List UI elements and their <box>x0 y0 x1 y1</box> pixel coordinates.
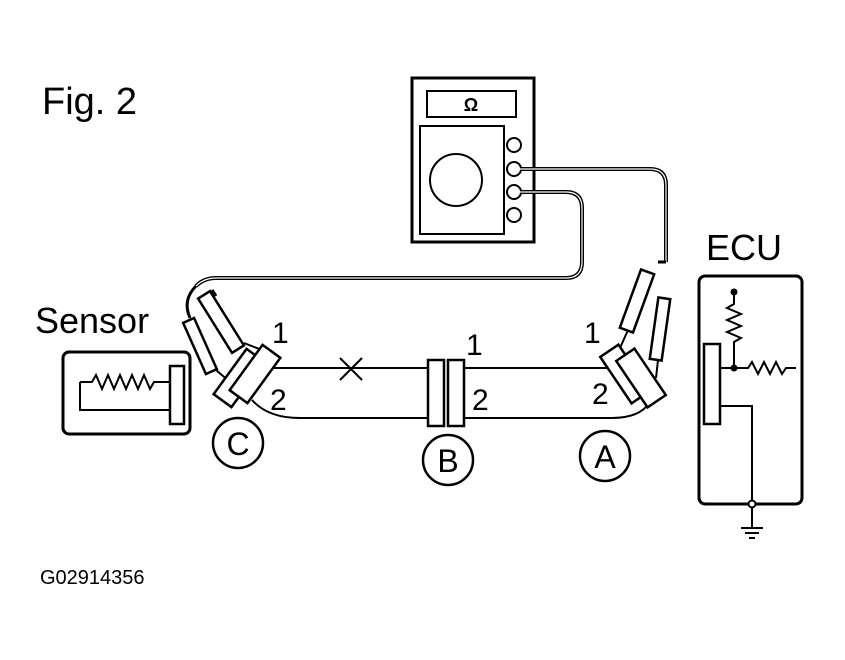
probe-pair-a <box>618 260 672 379</box>
meter-jack <box>506 137 522 153</box>
connector-b-label: B <box>421 433 475 487</box>
ohmmeter-icon: Ω <box>410 76 536 244</box>
connector-b-body <box>426 358 466 428</box>
ground-icon <box>741 507 763 539</box>
sensor-label: Sensor <box>35 300 149 341</box>
connector-c-letter: C <box>226 426 249 462</box>
sensor-body <box>61 350 192 436</box>
connector-c-body <box>211 343 283 409</box>
pin-label-b-2: 2 <box>472 384 489 417</box>
connector-a-body <box>598 342 668 410</box>
resistor-icon <box>720 359 796 377</box>
meter-jack <box>506 184 522 200</box>
pin-label-a-1: 1 <box>584 317 601 350</box>
open-circuit-x-icon <box>339 357 363 381</box>
meter-jack <box>506 161 522 177</box>
pin-label-c-2: 2 <box>270 384 287 417</box>
meter-jack <box>506 207 522 223</box>
resistor-icon <box>724 292 744 368</box>
figure-code: G02914356 <box>40 567 145 589</box>
connector-b-letter: B <box>437 443 458 479</box>
connector-a-letter: A <box>594 439 616 475</box>
ecu-label: ECU <box>706 227 782 268</box>
resistor-icon <box>80 372 170 392</box>
pin-label-c-1: 1 <box>272 317 289 350</box>
meter-dial <box>429 153 483 207</box>
connector-a-label: A <box>578 429 632 483</box>
ecu-body <box>697 274 804 509</box>
pin-label-b-1: 1 <box>466 329 483 362</box>
figure-title: Fig. 2 <box>42 81 137 123</box>
pin-label-a-2: 2 <box>592 378 609 411</box>
connector-c-label: C <box>211 416 265 470</box>
meter-display-symbol: Ω <box>464 95 478 115</box>
test-lead-to-connector-a <box>194 167 668 288</box>
